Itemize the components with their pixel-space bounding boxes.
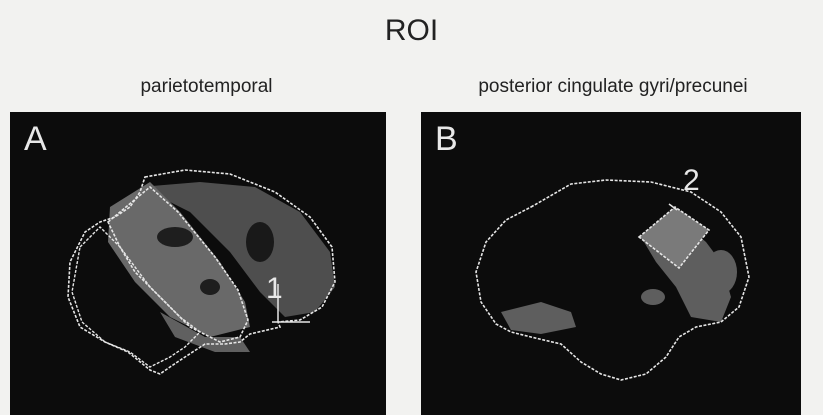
brain-a-drawing — [10, 112, 386, 415]
roi-2-label: 2 — [683, 164, 700, 198]
figure-title: ROI — [0, 14, 823, 48]
panel-b-subtitle: posterior cingulate gyri/precunei — [403, 76, 823, 98]
panel-b-brain-image: B 2 — [421, 112, 801, 415]
panel-a-brain-image: A 1 — [10, 112, 386, 415]
roi-1-label: 1 — [266, 272, 283, 306]
panel-a-subtitle: parietotemporal — [0, 76, 413, 98]
panel-b-letter: B — [435, 120, 458, 159]
brain-b-drawing — [421, 112, 801, 415]
panel-a-letter: A — [24, 120, 47, 159]
